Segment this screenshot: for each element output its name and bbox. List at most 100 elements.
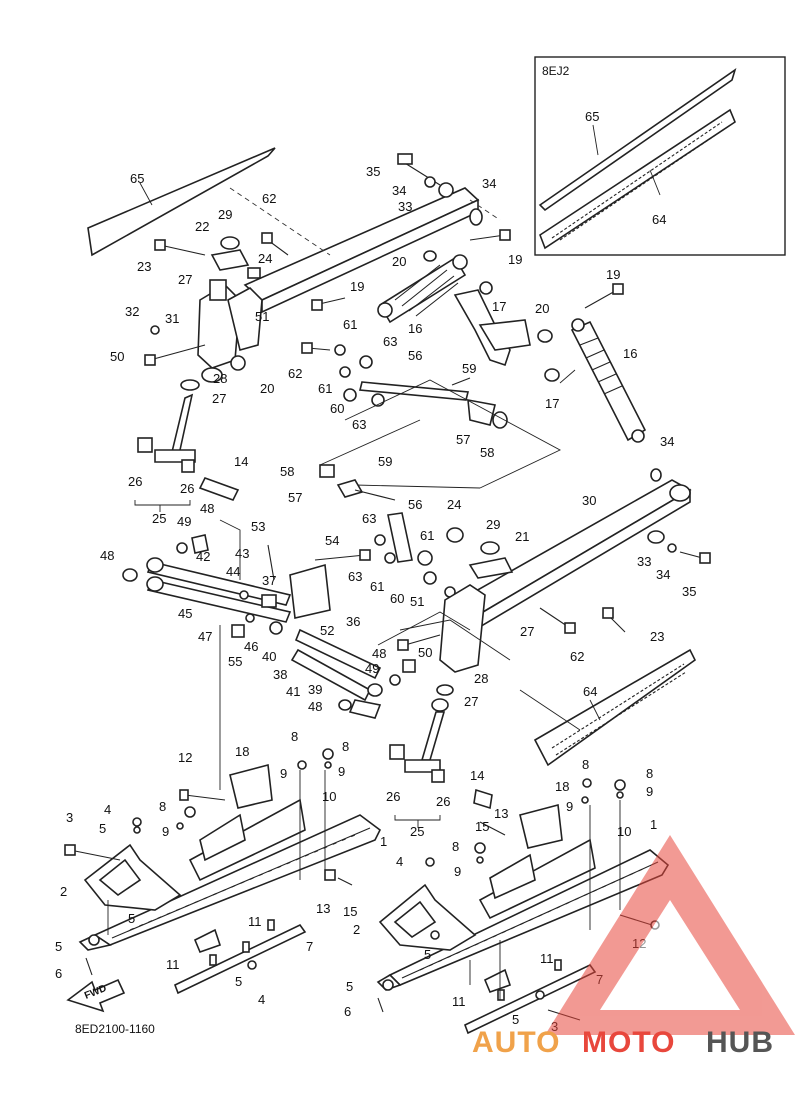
callout-label: 48: [308, 699, 322, 714]
callout-label: 19: [508, 252, 522, 267]
stabilizer-lower: [319, 464, 456, 598]
callout-label: 61: [420, 528, 434, 543]
callout-label: 34: [392, 183, 406, 198]
callout-label: 2: [353, 922, 360, 937]
callout-label: 57: [288, 490, 302, 505]
callout-label: 16: [408, 321, 422, 336]
callout-label: 8: [452, 839, 459, 854]
callout-label: 34: [482, 176, 496, 191]
callout-label: 25: [410, 824, 424, 839]
stabilizer-upper: [334, 344, 508, 429]
callout-label: 28: [213, 371, 227, 386]
callout-label: 14: [234, 454, 248, 469]
callout-label: 13: [494, 806, 508, 821]
callout-label: 60: [390, 591, 404, 606]
shock-absorber-16-right: [537, 283, 647, 443]
callout-label: 29: [218, 207, 232, 222]
callout-label: 65: [585, 109, 599, 124]
callout-label: 52: [320, 623, 334, 638]
diagram-code: 8ED2100-1160: [75, 1022, 155, 1036]
callout-label: 28: [474, 671, 488, 686]
callout-label: 5: [128, 911, 135, 926]
decal-64: [533, 648, 697, 767]
callout-label: 27: [464, 694, 478, 709]
callout-label: 29: [486, 517, 500, 532]
callout-label: 16: [623, 346, 637, 361]
callout-label: 45: [178, 606, 192, 621]
watermark-text-moto: MOTO: [582, 1026, 675, 1059]
callout-label: 31: [165, 311, 179, 326]
callout-label: 48: [372, 646, 386, 661]
callout-label: 26: [436, 794, 450, 809]
callout-label: 34: [656, 567, 670, 582]
callout-label: 53: [251, 519, 265, 534]
callout-label: 11: [248, 914, 262, 929]
callout-label: 60: [330, 401, 344, 416]
callout-label: 27: [212, 391, 226, 406]
callout-label: 62: [570, 649, 584, 664]
callout-label: 40: [262, 649, 276, 664]
watermark-text-auto: AUTO: [472, 1026, 560, 1059]
watermark-logo: AUTO MOTO HUB: [472, 835, 795, 1059]
ski-right: [376, 778, 670, 1035]
callout-label: 9: [338, 764, 345, 779]
callout-label: 8: [582, 757, 589, 772]
callout-label: 7: [306, 939, 313, 954]
callout-label: 56: [408, 348, 422, 363]
fwd-arrow: FWD: [66, 978, 126, 1013]
callout-label: 18: [555, 779, 569, 794]
callout-label: 62: [262, 191, 276, 206]
callout-label: 63: [352, 417, 366, 432]
callout-label: 47: [198, 629, 212, 644]
callout-label: 17: [545, 396, 559, 411]
callout-label: 33: [398, 199, 412, 214]
callout-label: 50: [418, 645, 432, 660]
callout-labels: 65 35 34 34 33 62 29 22 23 24 27 20 19 1…: [55, 109, 696, 1034]
callout-label: 9: [566, 799, 573, 814]
callout-label: 49: [365, 661, 379, 676]
callout-label: 64: [652, 212, 666, 227]
callout-label: 33: [637, 554, 651, 569]
callout-label: 9: [280, 766, 287, 781]
callout-label: 18: [235, 744, 249, 759]
callout-label: 24: [447, 497, 461, 512]
callout-label: 26: [180, 481, 194, 496]
callout-label: 26: [128, 474, 142, 489]
callout-label: 63: [362, 511, 376, 526]
callout-label: 9: [646, 784, 653, 799]
callout-label: 20: [260, 381, 274, 396]
callout-label: 38: [273, 667, 287, 682]
callout-label: 58: [480, 445, 494, 460]
callout-label: 3: [66, 810, 73, 825]
callout-label: 65: [130, 171, 144, 186]
suspension-arm-30: [397, 468, 711, 673]
callout-label: 59: [378, 454, 392, 469]
callout-label: 55: [228, 654, 242, 669]
callout-label: 15: [475, 819, 489, 834]
callout-label: 23: [137, 259, 151, 274]
callout-label: 43: [235, 546, 249, 561]
callout-label: 13: [316, 901, 330, 916]
callout-label: 17: [492, 299, 506, 314]
watermark-triangle: [545, 835, 795, 1035]
inset-box: 8EJ2: [534, 56, 786, 256]
callout-label: 21: [515, 529, 529, 544]
callout-label: 32: [125, 304, 139, 319]
callout-label: 58: [280, 464, 294, 479]
callout-label: 49: [177, 514, 191, 529]
callout-label: 26: [386, 789, 400, 804]
callout-label: 50: [110, 349, 124, 364]
callout-label: 39: [308, 682, 322, 697]
callout-label: 61: [318, 381, 332, 396]
callout-label: 4: [104, 802, 111, 817]
callout-label: 8: [342, 739, 349, 754]
callout-label: 41: [286, 684, 300, 699]
upper-arm-assembly: [134, 153, 501, 512]
callout-label: 56: [408, 497, 422, 512]
callout-label: 46: [244, 639, 258, 654]
watermark-text-hub: HUB: [706, 1026, 774, 1059]
callout-label: 62: [288, 366, 302, 381]
callout-label: 24: [258, 251, 272, 266]
callout-label: 51: [255, 309, 269, 324]
